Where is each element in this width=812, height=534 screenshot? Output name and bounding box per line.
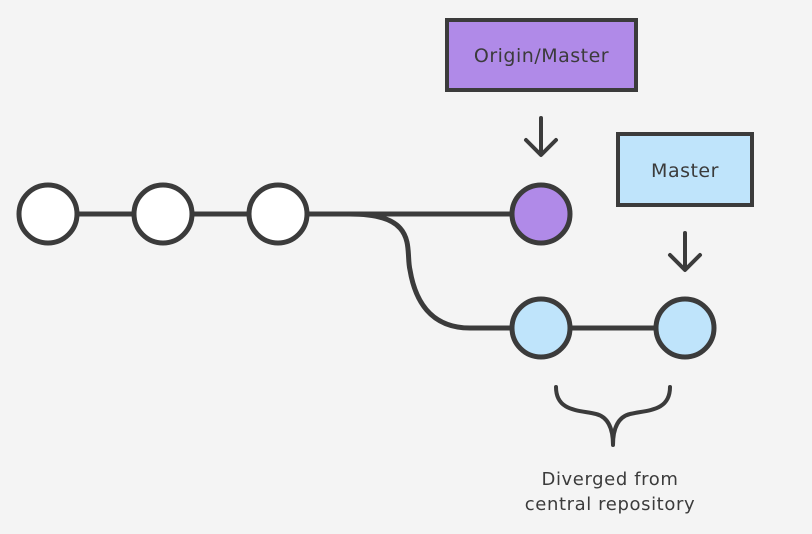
local-branch-line <box>347 211 688 331</box>
origin-master-label: Origin/Master <box>445 18 638 92</box>
commit-node <box>131 182 195 246</box>
arrows <box>524 116 702 272</box>
arrow-down-icon <box>668 231 702 272</box>
master-text: Master <box>651 160 719 182</box>
origin-master-box <box>445 18 638 92</box>
local-commit-node <box>509 296 573 360</box>
master-label: Master <box>616 132 754 207</box>
caption-line-2: central repository <box>525 494 695 515</box>
origin-commit-node <box>509 182 573 246</box>
commit-node <box>246 182 310 246</box>
curly-brace-icon <box>554 385 672 447</box>
local-commits <box>509 296 717 360</box>
shared-commits <box>16 182 310 246</box>
caption-line-1: Diverged from <box>541 469 678 490</box>
master-box <box>616 132 754 207</box>
origin-master-text: Origin/Master <box>474 45 609 67</box>
arrow-down-icon <box>524 116 558 157</box>
commit-node <box>16 182 80 246</box>
local-commit-node <box>653 296 717 360</box>
